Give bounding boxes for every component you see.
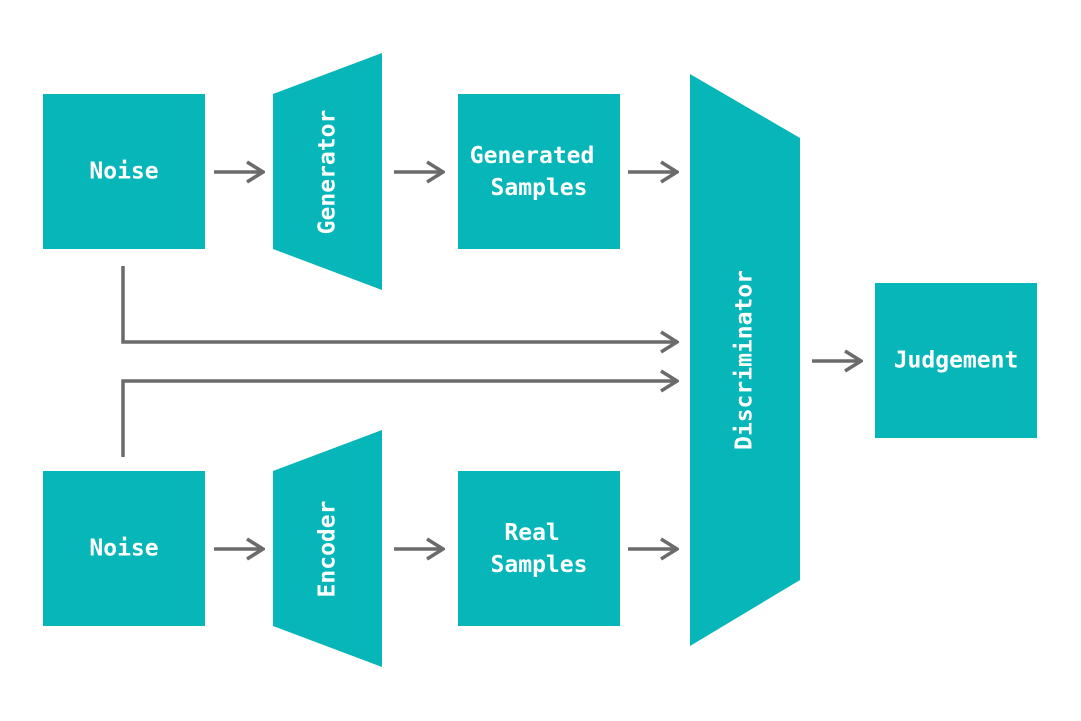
judgement-node: Judgement <box>875 283 1037 438</box>
noise-bottom-node: Noise <box>43 471 205 626</box>
arrow-noise-top-to-discriminator <box>121 266 677 342</box>
arrow-noise-bottom-to-discriminator <box>121 381 677 457</box>
noise-top-node: Noise <box>43 94 205 249</box>
generated-samples-node: Generated Samples <box>458 94 620 249</box>
generator-node: Generator <box>273 53 382 290</box>
real-samples-line-1: Real <box>504 520 559 546</box>
generator-label: Generator <box>315 110 341 235</box>
discriminator-node: Discriminator <box>690 74 800 646</box>
discriminator-label: Discriminator <box>732 270 758 450</box>
encoder-label: Encoder <box>315 501 341 598</box>
real-samples-label: Real Samples <box>491 520 588 578</box>
generated-samples-line-1: Generated <box>470 143 595 169</box>
judgement-label: Judgement <box>894 348 1019 374</box>
generated-samples-label: Generated Samples <box>470 143 608 201</box>
real-samples-line-2: Samples <box>491 552 588 578</box>
noise-bottom-label: Noise <box>89 536 158 562</box>
encoder-node: Encoder <box>273 430 382 667</box>
generated-samples-line-2: Samples <box>491 175 588 201</box>
noise-top-label: Noise <box>89 159 158 185</box>
real-samples-node: Real Samples <box>458 471 620 626</box>
